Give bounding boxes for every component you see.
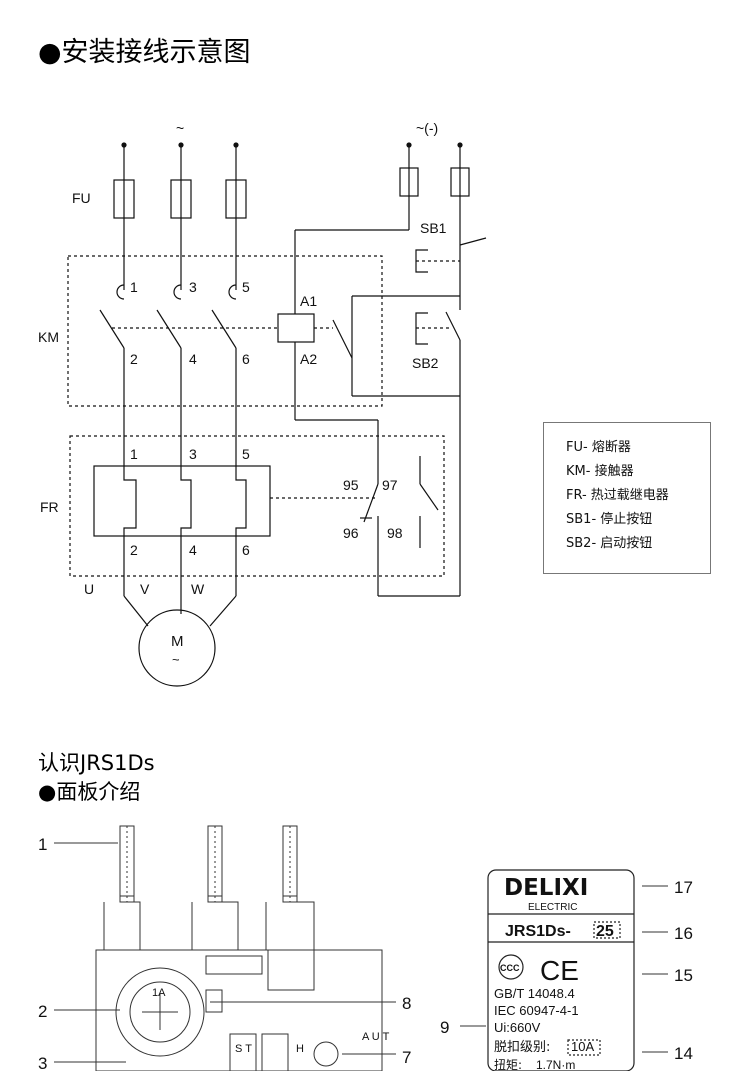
fr-terminal: 1 (130, 446, 138, 462)
callout-1: 1 (38, 835, 47, 854)
motor-ac-symbol: ~ (172, 652, 180, 667)
fr-terminal: 6 (242, 542, 250, 558)
legend-box: FU- 熔断器 KM- 接触器 FR- 热过载继电器 SB1- 停止按钮 SB2… (543, 422, 711, 574)
torque-label: 扭矩: (494, 1058, 522, 1071)
legend-item: SB1- 停止按钮 (566, 512, 653, 527)
callout-16: 16 (674, 924, 693, 943)
st-label: S T (235, 1043, 252, 1055)
km-terminal: 3 (189, 279, 197, 295)
phase-label: U (84, 581, 94, 597)
km-terminal: 6 (242, 351, 250, 367)
coil-a2-label: A2 (300, 351, 317, 367)
sb1-label: SB1 (420, 220, 447, 236)
aux-terminal: 96 (343, 525, 359, 541)
fr-label: FR (40, 499, 59, 515)
callout-7: 7 (402, 1048, 411, 1067)
aux-terminal: 97 (382, 477, 398, 493)
fr-terminal: 3 (189, 446, 197, 462)
brand-subtitle: ELECTRIC (528, 902, 577, 913)
callout-14: 14 (674, 1044, 693, 1063)
dial-label: 1A (152, 987, 166, 999)
aux-terminal: 95 (343, 477, 359, 493)
coil-a1-label: A1 (300, 293, 317, 309)
km-label: KM (38, 329, 59, 345)
callout-17: 17 (674, 878, 693, 897)
motor-label: M (171, 633, 184, 650)
callout-3: 3 (38, 1054, 47, 1071)
ccc-mark: CCC (500, 963, 520, 973)
wiring-diagram-title: ●安装接线示意图 (38, 37, 251, 68)
trip-class-value: 10A (571, 1039, 594, 1054)
standard-gb: GB/T 14048.4 (494, 986, 575, 1001)
legend-item: SB2- 启动按钮 (566, 536, 653, 551)
ce-mark: CE (540, 955, 579, 986)
km-terminal: 5 (242, 279, 250, 295)
callout-8: 8 (402, 994, 411, 1013)
km-terminal: 1 (130, 279, 138, 295)
torque-value: 1.7N·m (536, 1058, 575, 1071)
recognize-title: 认识JRS1Ds (38, 751, 155, 775)
sb2-label: SB2 (412, 355, 439, 371)
fu-label: FU (72, 190, 91, 206)
fr-terminal: 2 (130, 542, 138, 558)
fr-terminal: 4 (189, 542, 197, 558)
callout-2: 2 (38, 1002, 47, 1021)
trip-class-label: 脱扣级别: (494, 1040, 550, 1055)
phase-label: W (191, 581, 205, 597)
km-terminal: 4 (189, 351, 197, 367)
callout-15: 15 (674, 966, 693, 985)
model-size: 25 (596, 923, 614, 940)
legend-item: KM- 接触器 (566, 464, 634, 479)
panel-intro-title: ●面板介绍 (38, 780, 141, 804)
phase-label: V (140, 581, 150, 597)
legend-item: FR- 热过载继电器 (566, 488, 669, 503)
h-label: H (296, 1043, 304, 1055)
km-terminal: 2 (130, 351, 138, 367)
insulation-voltage: Ui:660V (494, 1020, 541, 1035)
fr-terminal: 5 (242, 446, 250, 462)
control-supply-label: ~(-) (416, 120, 438, 136)
model-name: JRS1Ds- (505, 923, 571, 940)
legend-item: FU- 熔断器 (566, 440, 631, 455)
brand-name: DELIXI (504, 875, 588, 901)
standard-iec: IEC 60947-4-1 (494, 1003, 579, 1018)
ac-symbol: ~ (176, 120, 184, 136)
callout-9: 9 (440, 1018, 449, 1037)
aux-terminal: 98 (387, 525, 403, 541)
relay-panel-drawing (95, 825, 383, 1071)
aut-label: A U T (362, 1031, 390, 1043)
